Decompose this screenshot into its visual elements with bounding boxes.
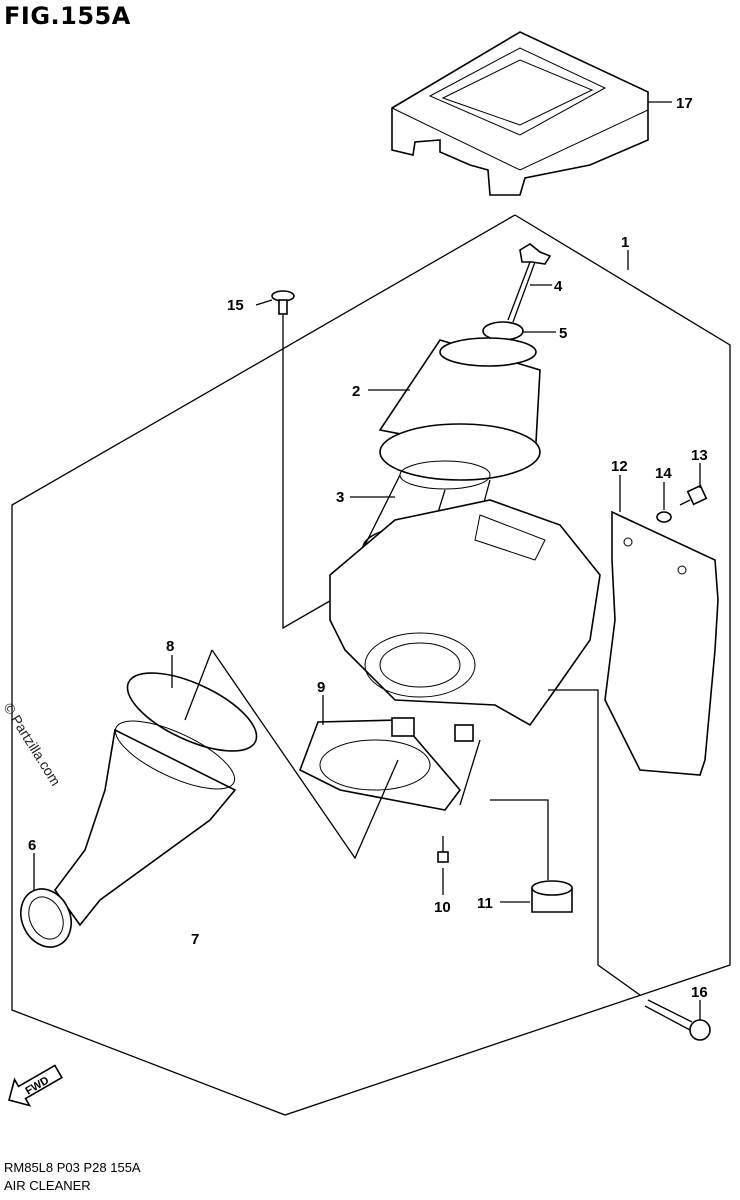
leader-lines-3 xyxy=(548,689,641,996)
part-9-flange xyxy=(298,717,462,811)
leader-lines-2 xyxy=(184,649,213,721)
part-15-screw xyxy=(271,290,295,315)
callout-1: 1 xyxy=(621,234,629,251)
leader-lines-5 xyxy=(490,799,549,880)
callout-12: 12 xyxy=(611,458,628,475)
part-11-plug xyxy=(531,880,573,913)
leader-15-path xyxy=(282,315,336,630)
callout-2: 2 xyxy=(352,383,360,400)
part-14-washer xyxy=(656,511,672,523)
assembly-outline xyxy=(11,214,731,1116)
leader-lines xyxy=(211,649,399,860)
figure-code: RM85L8 P03 P28 155A xyxy=(4,1160,141,1175)
part-4-wing-bolt xyxy=(507,243,552,323)
callout-13: 13 xyxy=(691,447,708,464)
callout-10: 10 xyxy=(434,899,451,916)
callout-14: 14 xyxy=(655,465,672,482)
callout-8: 8 xyxy=(166,638,174,655)
fwd-arrow-icon: FWD xyxy=(8,1064,63,1107)
fwd-label: FWD xyxy=(23,1074,51,1097)
figure-name: AIR CLEANER xyxy=(4,1178,91,1193)
part-17-cover xyxy=(391,31,649,196)
part-7-intake-boot xyxy=(54,720,237,927)
figure-title: FIG.155A xyxy=(4,2,131,30)
callout-4: 4 xyxy=(554,278,563,295)
callout-5: 5 xyxy=(559,325,567,342)
part-16-bolt xyxy=(644,999,711,1041)
part-8-boot-clamp xyxy=(126,672,258,752)
part-12-duct xyxy=(604,510,719,776)
callout-6: 6 xyxy=(28,837,36,854)
callout-9: 9 xyxy=(317,679,325,696)
leader-lines-4 xyxy=(459,739,481,806)
leader-15 xyxy=(255,299,273,306)
callout-15: 15 xyxy=(227,297,244,314)
part-10-screw xyxy=(437,836,449,863)
callout-17: 17 xyxy=(676,95,693,112)
callout-3: 3 xyxy=(336,489,344,506)
part-2-filter-element xyxy=(378,337,541,481)
callout-16: 16 xyxy=(691,984,708,1001)
part-13-bolt xyxy=(679,484,708,506)
part-6-clamp xyxy=(20,888,72,948)
callout-7: 7 xyxy=(191,931,199,948)
callout-11: 11 xyxy=(477,895,493,912)
